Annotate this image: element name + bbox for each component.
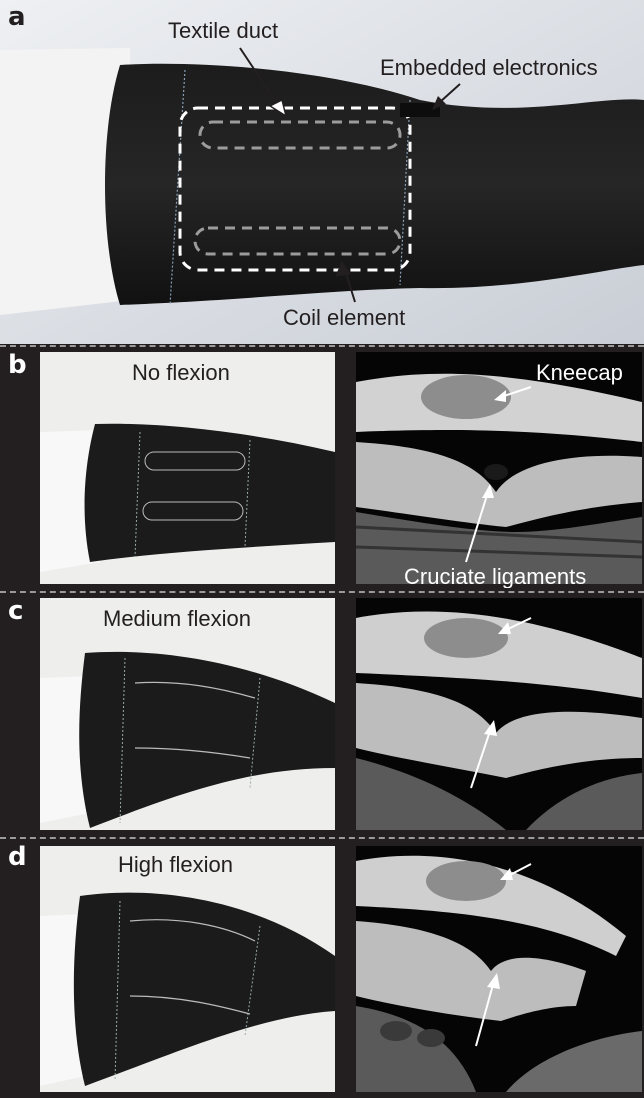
panel-separator [0,345,644,349]
panel-letter-b: b [8,350,27,380]
photo-high-flexion [40,846,335,1092]
photo-medium-flexion [40,598,335,830]
panel-letter-a: a [8,2,26,32]
photo-label-d: High flexion [118,852,233,877]
photo-no-flexion [40,352,335,584]
panel-a-photo [0,0,644,344]
panel-letter-c: c [8,596,24,626]
embedded-electronics-label: Embedded electronics [380,55,598,80]
panel-a: a Textile duct Embedded electronics Coil… [0,0,644,344]
panel-c: c Medium flexion [0,594,644,834]
panel-d: d High flexion [0,840,644,1098]
textile-duct-label: Textile duct [168,18,279,43]
electronics-module [400,103,440,117]
panel-separator [0,837,644,841]
photo-label-c: Medium flexion [103,606,251,631]
panel-letter-d: d [8,842,27,872]
textile-sleeve [105,63,644,305]
mri-high-flexion [356,846,642,1092]
mri-label-kneecap: Kneecap [536,360,623,385]
mri-label-cruciate-ligaments: Cruciate ligaments [404,564,587,588]
textile-duct-upper [198,120,402,150]
panel-separator [0,591,644,595]
textile-duct-lower [193,226,402,256]
coil-element-label: Coil element [283,305,406,330]
photo-label-b: No flexion [132,360,230,385]
mri-no-flexion [356,352,642,584]
mri-medium-flexion [356,598,642,830]
panel-b: b No flexion Kneecap Cruciate ligamen [0,348,644,588]
leg-form [0,48,130,315]
